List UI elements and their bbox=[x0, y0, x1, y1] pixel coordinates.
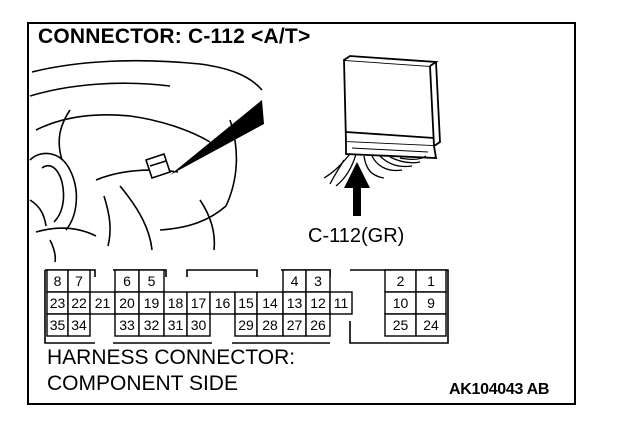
pin-number: 7 bbox=[75, 273, 83, 289]
pin-number: 20 bbox=[119, 295, 135, 311]
connector-title: CONNECTOR: C-112 <A/T> bbox=[38, 25, 311, 48]
pin-cell bbox=[305, 313, 331, 337]
pin-number: 27 bbox=[287, 317, 303, 333]
caption-component-side: COMPONENT SIDE bbox=[47, 372, 238, 395]
pin-number: 9 bbox=[427, 295, 435, 311]
dashboard-drawing bbox=[29, 59, 263, 263]
ecu-module-drawing bbox=[343, 55, 441, 159]
connector-housing-bottom bbox=[44, 270, 330, 344]
pin-number: 35 bbox=[50, 317, 66, 333]
pin-number: 1 bbox=[427, 273, 435, 289]
pin-number: 18 bbox=[168, 295, 184, 311]
pin-cell bbox=[329, 291, 353, 315]
pin-number: 10 bbox=[393, 295, 409, 311]
pin-number: 16 bbox=[215, 295, 231, 311]
pin-number: 32 bbox=[144, 317, 160, 333]
pin-number: 14 bbox=[262, 295, 278, 311]
diagram-frame bbox=[27, 22, 576, 405]
pin-number: 17 bbox=[191, 295, 207, 311]
pin-number: 22 bbox=[71, 295, 87, 311]
pin-number: 26 bbox=[310, 317, 326, 333]
pin-number: 33 bbox=[119, 317, 135, 333]
pin-number: 19 bbox=[144, 295, 160, 311]
pin-number: 21 bbox=[95, 295, 111, 311]
pin-number: 34 bbox=[71, 317, 87, 333]
caption-harness-connector: HARNESS CONNECTOR: bbox=[47, 346, 296, 369]
pin-number: 11 bbox=[334, 295, 349, 311]
pin-number: 13 bbox=[287, 295, 303, 311]
pin-number: 25 bbox=[393, 317, 409, 333]
pin-cell bbox=[415, 313, 447, 337]
up-arrow-icon bbox=[344, 162, 370, 216]
pin-number: 2 bbox=[397, 273, 405, 289]
pin-number: 28 bbox=[262, 317, 278, 333]
connector-housing-outline bbox=[45, 269, 449, 344]
pin-number: 29 bbox=[238, 317, 254, 333]
connector-key-outline bbox=[186, 269, 258, 277]
pin-number: 12 bbox=[310, 295, 326, 311]
pin-number: 31 bbox=[168, 317, 184, 333]
pin-number: 8 bbox=[54, 273, 62, 289]
connector-callout-label: C-112(GR) bbox=[308, 225, 405, 247]
pin-number: 6 bbox=[123, 273, 131, 289]
dash-connector-icon bbox=[144, 152, 172, 180]
pin-number: 5 bbox=[148, 273, 156, 289]
figure-code: AK104043 AB bbox=[449, 381, 550, 398]
pointer-wedge bbox=[170, 100, 264, 175]
pin-number: 30 bbox=[191, 317, 207, 333]
pin-number: 15 bbox=[238, 295, 254, 311]
pin-number: 4 bbox=[291, 273, 299, 289]
pin-cell bbox=[67, 313, 91, 337]
wire-harness-drawing bbox=[323, 153, 427, 187]
pin-number: 24 bbox=[423, 317, 439, 333]
pin-cell bbox=[186, 313, 211, 337]
pin-number: 23 bbox=[50, 295, 66, 311]
pin-number: 3 bbox=[314, 273, 322, 289]
